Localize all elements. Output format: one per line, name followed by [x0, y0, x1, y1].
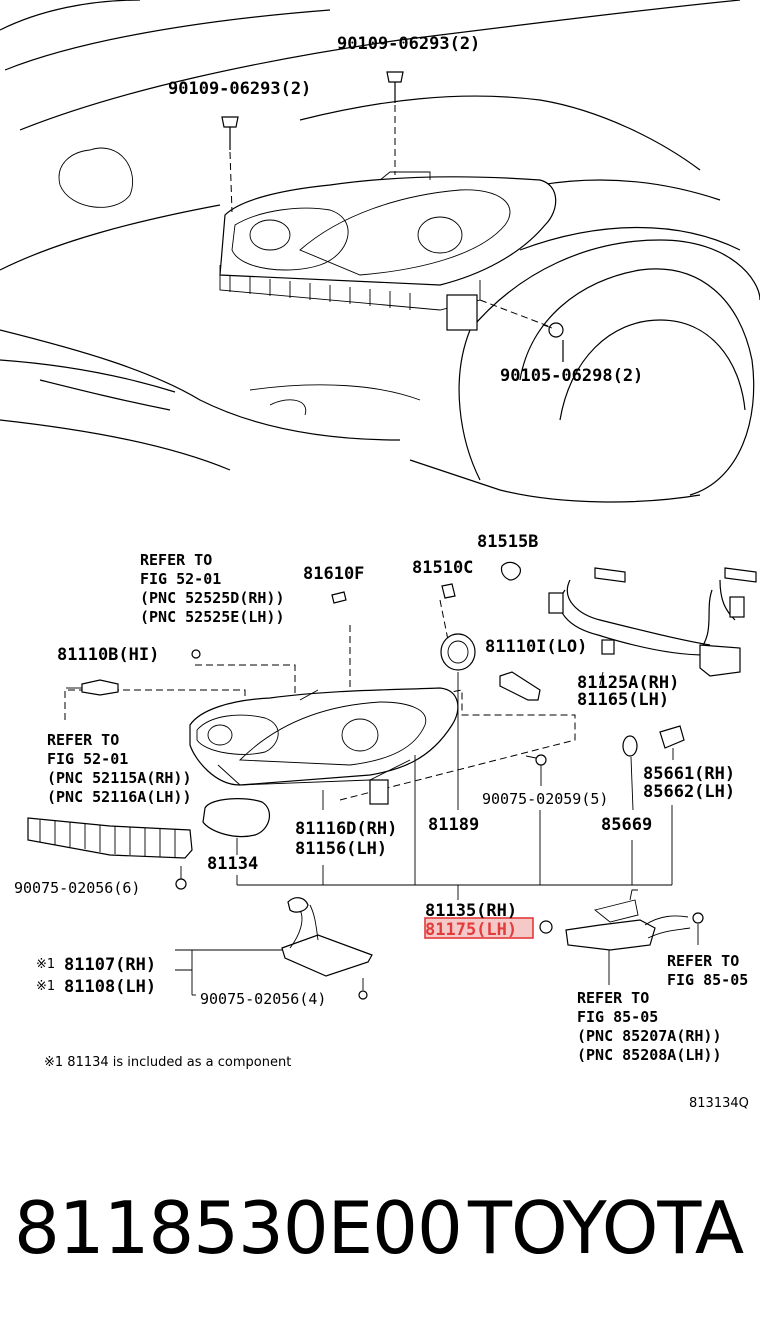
- label-refer1-line1: REFER TO: [140, 551, 212, 569]
- bulb-81510c: [441, 583, 456, 599]
- headlamp-assembly-exploded: [189, 687, 459, 805]
- label-81175-highlighted: 81175(LH): [425, 920, 517, 940]
- clip-81610f: [331, 591, 347, 604]
- label-refer2-line4: (PNC 52116A(LH)): [47, 788, 192, 806]
- label-81189: 81189: [428, 815, 479, 835]
- bolt-top-left: [221, 116, 239, 213]
- label-bolt-top-2: 90109-06293(2): [168, 79, 311, 99]
- label-81116d: 81116D(RH): [295, 819, 397, 839]
- label-bolt-top-1: 90109-06293(2): [337, 34, 480, 54]
- label-90075-02056-a: 90075-02056(6): [14, 879, 140, 897]
- cap-81189: [440, 633, 476, 810]
- label-refer1-line3: (PNC 52525D(RH)): [140, 589, 285, 607]
- label-81125a: 81125A(RH): [577, 673, 679, 693]
- label-bolt-right: 90105-06298(2): [500, 366, 643, 386]
- car-body-outline: [0, 0, 760, 503]
- label-81610f: 81610F: [303, 564, 364, 584]
- label-refer2-line1: REFER TO: [47, 731, 119, 749]
- label-90075-02056-b: 90075-02056(4): [200, 990, 326, 1008]
- footnote: ※1 81134 is included as a component: [44, 1055, 291, 1070]
- label-81134: 81134: [207, 854, 258, 874]
- label-81108: 81108(LH): [64, 977, 156, 997]
- label-85662: 85662(LH): [643, 782, 735, 802]
- socket-81515b: [500, 561, 521, 581]
- side-bracket-mesh: [27, 817, 193, 890]
- wiring-harness-81125a: [548, 567, 757, 677]
- label-85661: 85661(RH): [643, 764, 735, 784]
- label-81135: 81135(RH): [425, 901, 517, 921]
- label-refer4-line4: (PNC 85208A(LH)): [577, 1046, 722, 1064]
- label-81110b: 81110B(HI): [57, 645, 159, 665]
- bolt-top-right: [386, 71, 404, 175]
- leader-lines: [175, 671, 673, 996]
- label-refer2-line2: FIG 52-01: [47, 750, 128, 768]
- label-90075-02059: 90075-02059(5): [482, 790, 608, 808]
- bulb-81110i: [499, 671, 541, 701]
- bolt-right-lower: [479, 299, 564, 362]
- sensor-assembly: [539, 889, 704, 985]
- label-81107: 81107(RH): [64, 955, 156, 975]
- label-81515b: 81515B: [477, 532, 538, 552]
- label-refer2-line3: (PNC 52115A(RH)): [47, 769, 192, 787]
- gasket-81134: [202, 798, 271, 855]
- label-refer3-line1: REFER TO: [667, 952, 739, 970]
- label-refer4-line1: REFER TO: [577, 989, 649, 1007]
- caption-brand: TOYOTA: [468, 1186, 744, 1270]
- label-mark-1b: ※1: [36, 979, 55, 994]
- highlight-81175: [424, 917, 534, 939]
- label-refer4-line2: FIG 85-05: [577, 1008, 658, 1026]
- bulb-81110b: [66, 649, 201, 696]
- bolt-90075-02059: [525, 754, 547, 786]
- ballast-81107: [281, 897, 373, 1000]
- label-81510c: 81510C: [412, 558, 473, 578]
- label-81110i: 81110I(LO): [485, 637, 587, 657]
- figure-code: 813134Q: [689, 1096, 749, 1111]
- headlamp-installed-upper: [219, 171, 557, 331]
- label-refer1-line2: FIG 52-01: [140, 570, 221, 588]
- part-85669: [622, 735, 638, 811]
- label-refer3-line2: FIG 85-05: [667, 971, 748, 989]
- label-81156: 81156(LH): [295, 839, 387, 859]
- label-refer4-line3: (PNC 85207A(RH)): [577, 1027, 722, 1045]
- label-refer1-line4: (PNC 52525E(LH)): [140, 608, 285, 626]
- label-85669: 85669: [601, 815, 652, 835]
- label-81165: 81165(LH): [577, 690, 669, 710]
- label-mark-1a: ※1: [36, 957, 55, 972]
- caption-part-number: 8118530E00: [14, 1186, 463, 1270]
- bulb-85661: [659, 725, 685, 760]
